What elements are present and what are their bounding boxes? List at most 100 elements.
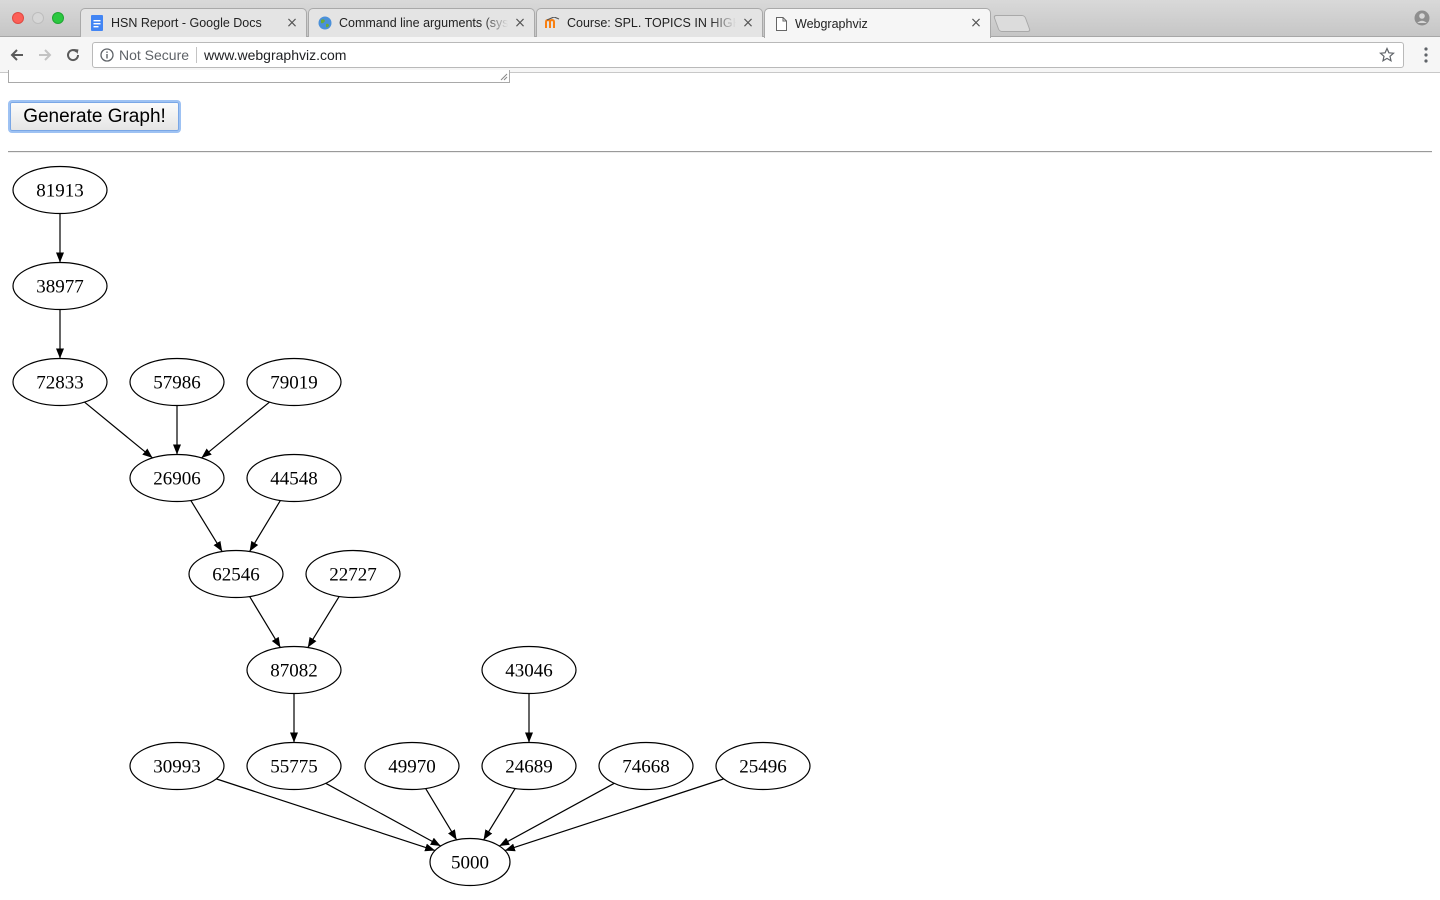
graph-edge — [201, 401, 270, 459]
arrow-left-icon — [10, 49, 23, 61]
window-minimize-button[interactable] — [32, 12, 44, 24]
graph-node-label: 5000 — [451, 853, 489, 874]
graph-node: 43046 — [481, 645, 577, 695]
graph-edge — [249, 596, 281, 648]
graph-node: 5000 — [429, 837, 511, 887]
close-icon[interactable]: × — [742, 15, 754, 31]
graph-node-label: 72833 — [36, 373, 84, 394]
graph-node-ellipse — [715, 741, 811, 791]
graph-source-textarea[interactable] — [8, 70, 510, 83]
graph-node-label: 30993 — [153, 757, 201, 778]
tab-webgraphviz[interactable]: Webgraphviz × — [764, 8, 991, 38]
graph-node-ellipse — [481, 741, 577, 791]
graph-node: 74668 — [598, 741, 694, 791]
graph-node: 24689 — [481, 741, 577, 791]
resize-grip-icon[interactable] — [500, 73, 508, 81]
graph-edge — [190, 500, 223, 552]
tab-command-line-arguments[interactable]: Command line arguments (sys × — [308, 8, 535, 37]
moodle-icon — [545, 15, 561, 31]
graph-edge — [84, 401, 153, 459]
graph-node: 79019 — [246, 357, 342, 407]
bookmark-star-icon[interactable] — [1379, 47, 1395, 63]
graph-node-label: 49970 — [388, 757, 436, 778]
graph-node-ellipse — [129, 741, 225, 791]
tab-strip: HSN Report - Google Docs × Command line … — [0, 0, 1440, 38]
reload-button[interactable] — [63, 45, 83, 65]
graph-node-ellipse — [429, 837, 511, 887]
graph-node-label: 22727 — [329, 565, 377, 586]
graph-node: 81913 — [12, 165, 108, 215]
graph-node: 72833 — [12, 357, 108, 407]
graph-edge — [425, 788, 458, 841]
graph-node-label: 44548 — [270, 469, 318, 490]
graph-edge — [216, 778, 436, 852]
graph-node: 49970 — [364, 741, 460, 791]
info-icon[interactable] — [100, 48, 114, 62]
graph-node-ellipse — [188, 549, 284, 599]
graph-edge — [499, 782, 615, 847]
url-text[interactable]: www.webgraphviz.com — [204, 47, 347, 63]
graph-node: 26906 — [129, 453, 225, 503]
graph-node-label: 43046 — [505, 661, 553, 682]
graph-node-label: 25496 — [739, 757, 787, 778]
graph-node: 57986 — [129, 357, 225, 407]
graph-edge — [504, 778, 724, 852]
back-button[interactable] — [7, 45, 27, 65]
graph-node-ellipse — [246, 645, 342, 695]
graph-node-ellipse — [481, 645, 577, 695]
graph-node-ellipse — [364, 741, 460, 791]
graph-node-ellipse — [598, 741, 694, 791]
horizontal-rule — [8, 151, 1432, 153]
close-icon[interactable]: × — [514, 15, 526, 31]
page-icon — [773, 16, 789, 32]
graph-node-label: 26906 — [153, 469, 201, 490]
tab-hsn-report[interactable]: HSN Report - Google Docs × — [80, 8, 307, 37]
graph-node-label: 62546 — [212, 565, 260, 586]
graph-node-ellipse — [12, 357, 108, 407]
arrow-right-icon — [39, 49, 52, 61]
tab-title: Course: SPL. TOPICS IN HIGH — [567, 16, 736, 30]
graph-node-label: 57986 — [153, 373, 201, 394]
close-icon[interactable]: × — [970, 15, 982, 31]
kebab-menu-icon[interactable] — [1424, 47, 1428, 63]
graph-node: 25496 — [715, 741, 811, 791]
graph-node-ellipse — [246, 741, 342, 791]
tab-course-spl-topics[interactable]: Course: SPL. TOPICS IN HIGH × — [536, 8, 763, 37]
graph-node-label: 74668 — [622, 757, 670, 778]
graph-node: 38977 — [12, 261, 108, 311]
tab-title: Command line arguments (sys — [339, 16, 508, 30]
security-indicator[interactable]: Not Secure — [119, 47, 190, 63]
address-bar[interactable]: Not Secure www.webgraphviz.com — [92, 42, 1404, 68]
profile-icon[interactable] — [1414, 10, 1430, 26]
graph-node-label: 55775 — [270, 757, 318, 778]
graph-node-ellipse — [246, 357, 342, 407]
graph-node-label: 24689 — [505, 757, 553, 778]
reload-icon — [67, 49, 80, 62]
graph-node-label: 87082 — [270, 661, 318, 682]
omnibox-separator — [196, 47, 198, 63]
graph-node: 55775 — [246, 741, 342, 791]
new-tab-button[interactable] — [992, 15, 1032, 32]
graph-edge — [325, 782, 441, 847]
graph-node-ellipse — [129, 453, 225, 503]
google-docs-icon — [89, 15, 105, 31]
graph-edge — [307, 596, 340, 648]
graph-edge — [483, 788, 516, 841]
graph-node-label: 81913 — [36, 181, 84, 202]
globe-icon — [317, 15, 333, 31]
close-icon[interactable]: × — [286, 15, 298, 31]
graph-node-ellipse — [12, 261, 108, 311]
window-close-button[interactable] — [12, 12, 24, 24]
graph-node-ellipse — [12, 165, 108, 215]
graph-node: 30993 — [129, 741, 225, 791]
window-maximize-button[interactable] — [52, 12, 64, 24]
graph-node-ellipse — [305, 549, 401, 599]
graph-node-label: 38977 — [36, 277, 84, 298]
graph-node-label: 79019 — [270, 373, 318, 394]
tab-title: Webgraphviz — [795, 16, 868, 31]
graph-node-ellipse — [129, 357, 225, 407]
graph-canvas: 81913 38977 72833 57986 79019 26906 44548 62546… — [12, 165, 811, 887]
generate-graph-button[interactable]: Generate Graph! — [10, 102, 179, 131]
graph-node: 87082 — [246, 645, 342, 695]
forward-button[interactable] — [35, 45, 55, 65]
